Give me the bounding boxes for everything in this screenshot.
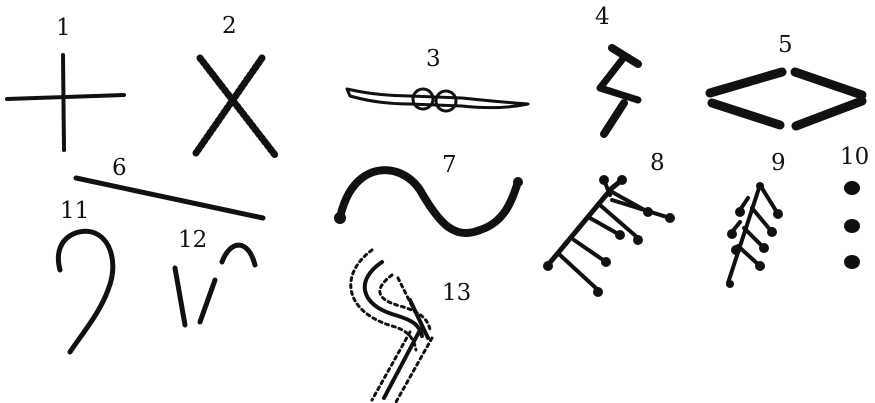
glyph-11-hook [58,231,112,352]
label-7: 7 [442,152,457,178]
label-8: 8 [650,150,665,176]
glyph-2-hatched-x [196,58,275,155]
label-13: 13 [442,280,471,306]
label-3: 3 [426,46,441,72]
label-2: 2 [222,13,237,39]
label-6: 6 [112,155,127,181]
label-11: 11 [60,198,89,224]
glyph-13-dotted-track [351,250,432,402]
glyph-7-wave [334,170,523,233]
glyph-3-outlined-bar [347,89,528,111]
glyph-5-diamond [710,72,862,126]
glyph-12-v-arc [175,245,255,325]
label-5: 5 [778,32,793,58]
label-1: 1 [56,15,71,41]
glyph-8-branch [543,175,675,297]
glyph-9-ladder [726,182,783,288]
label-10: 10 [840,144,869,170]
glyph-10-three-dots [844,181,860,269]
label-9: 9 [771,150,786,176]
label-12: 12 [178,227,207,253]
glyph-6-line [76,178,263,218]
label-4: 4 [595,4,610,30]
glyph-4-hook [600,48,638,134]
glyph-1-cross [7,55,124,150]
